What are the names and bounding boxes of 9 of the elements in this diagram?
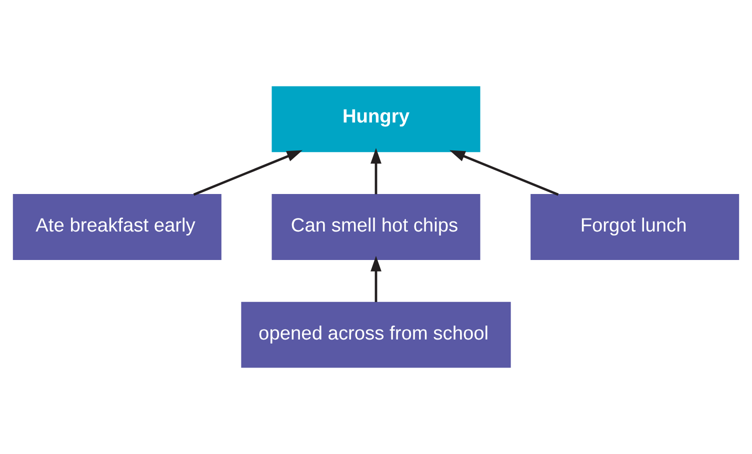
arrow	[370, 148, 382, 194]
node-box: Hungry	[272, 86, 480, 152]
arrow	[193, 150, 302, 196]
node-box: Can smell hot chips	[272, 194, 480, 260]
node-box: Ate breakfast early	[12, 194, 222, 260]
arrow	[370, 256, 382, 302]
node-box: Forgot lunch	[530, 194, 740, 260]
node-box: opened across from school	[241, 302, 511, 368]
arrow	[450, 150, 559, 196]
